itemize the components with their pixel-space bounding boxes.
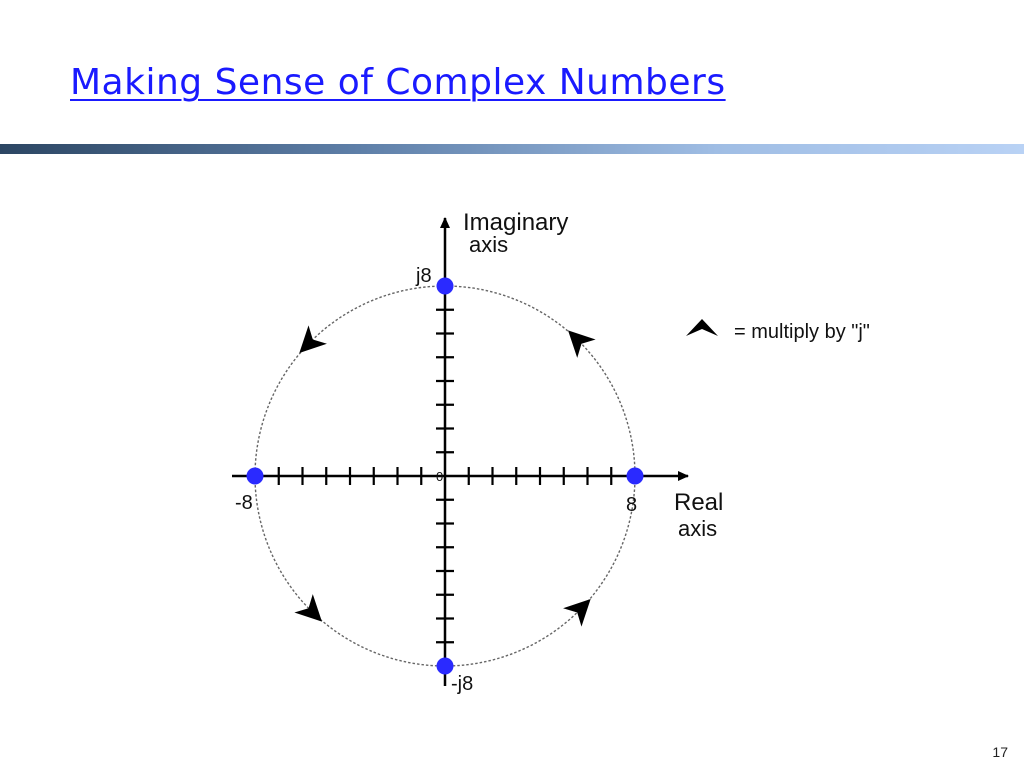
axis-ticks — [277, 308, 613, 644]
neg-imag-label: -j8 — [451, 673, 473, 695]
real-axis-label-line2: axis — [678, 516, 717, 541]
imaginary-axis-label-line1: Imaginary — [463, 209, 568, 236]
pos-imag-label: j8 — [415, 265, 432, 287]
title-divider-bar — [0, 144, 1024, 154]
complex-point — [246, 467, 264, 485]
legend-arrowhead-icon — [686, 319, 718, 336]
neg-real-label: -8 — [235, 492, 253, 514]
rotation-arrowhead-icon — [299, 325, 327, 353]
legend-text: = multiply by "j" — [734, 321, 870, 343]
complex-point — [436, 657, 454, 675]
complex-points — [246, 277, 644, 675]
legend: = multiply by "j" — [686, 319, 870, 343]
imaginary-axis-label-line2: axis — [469, 232, 508, 257]
rotation-arrowhead-icon — [294, 594, 322, 622]
real-axis-label-line1: Real — [674, 489, 723, 516]
origin-label: 0 — [436, 469, 443, 484]
complex-point — [436, 277, 454, 295]
complex-point — [626, 467, 644, 485]
pos-real-label: 8 — [626, 494, 637, 516]
slide-title: Making Sense of Complex Numbers — [70, 62, 726, 103]
page-number: 17 — [992, 744, 1008, 760]
